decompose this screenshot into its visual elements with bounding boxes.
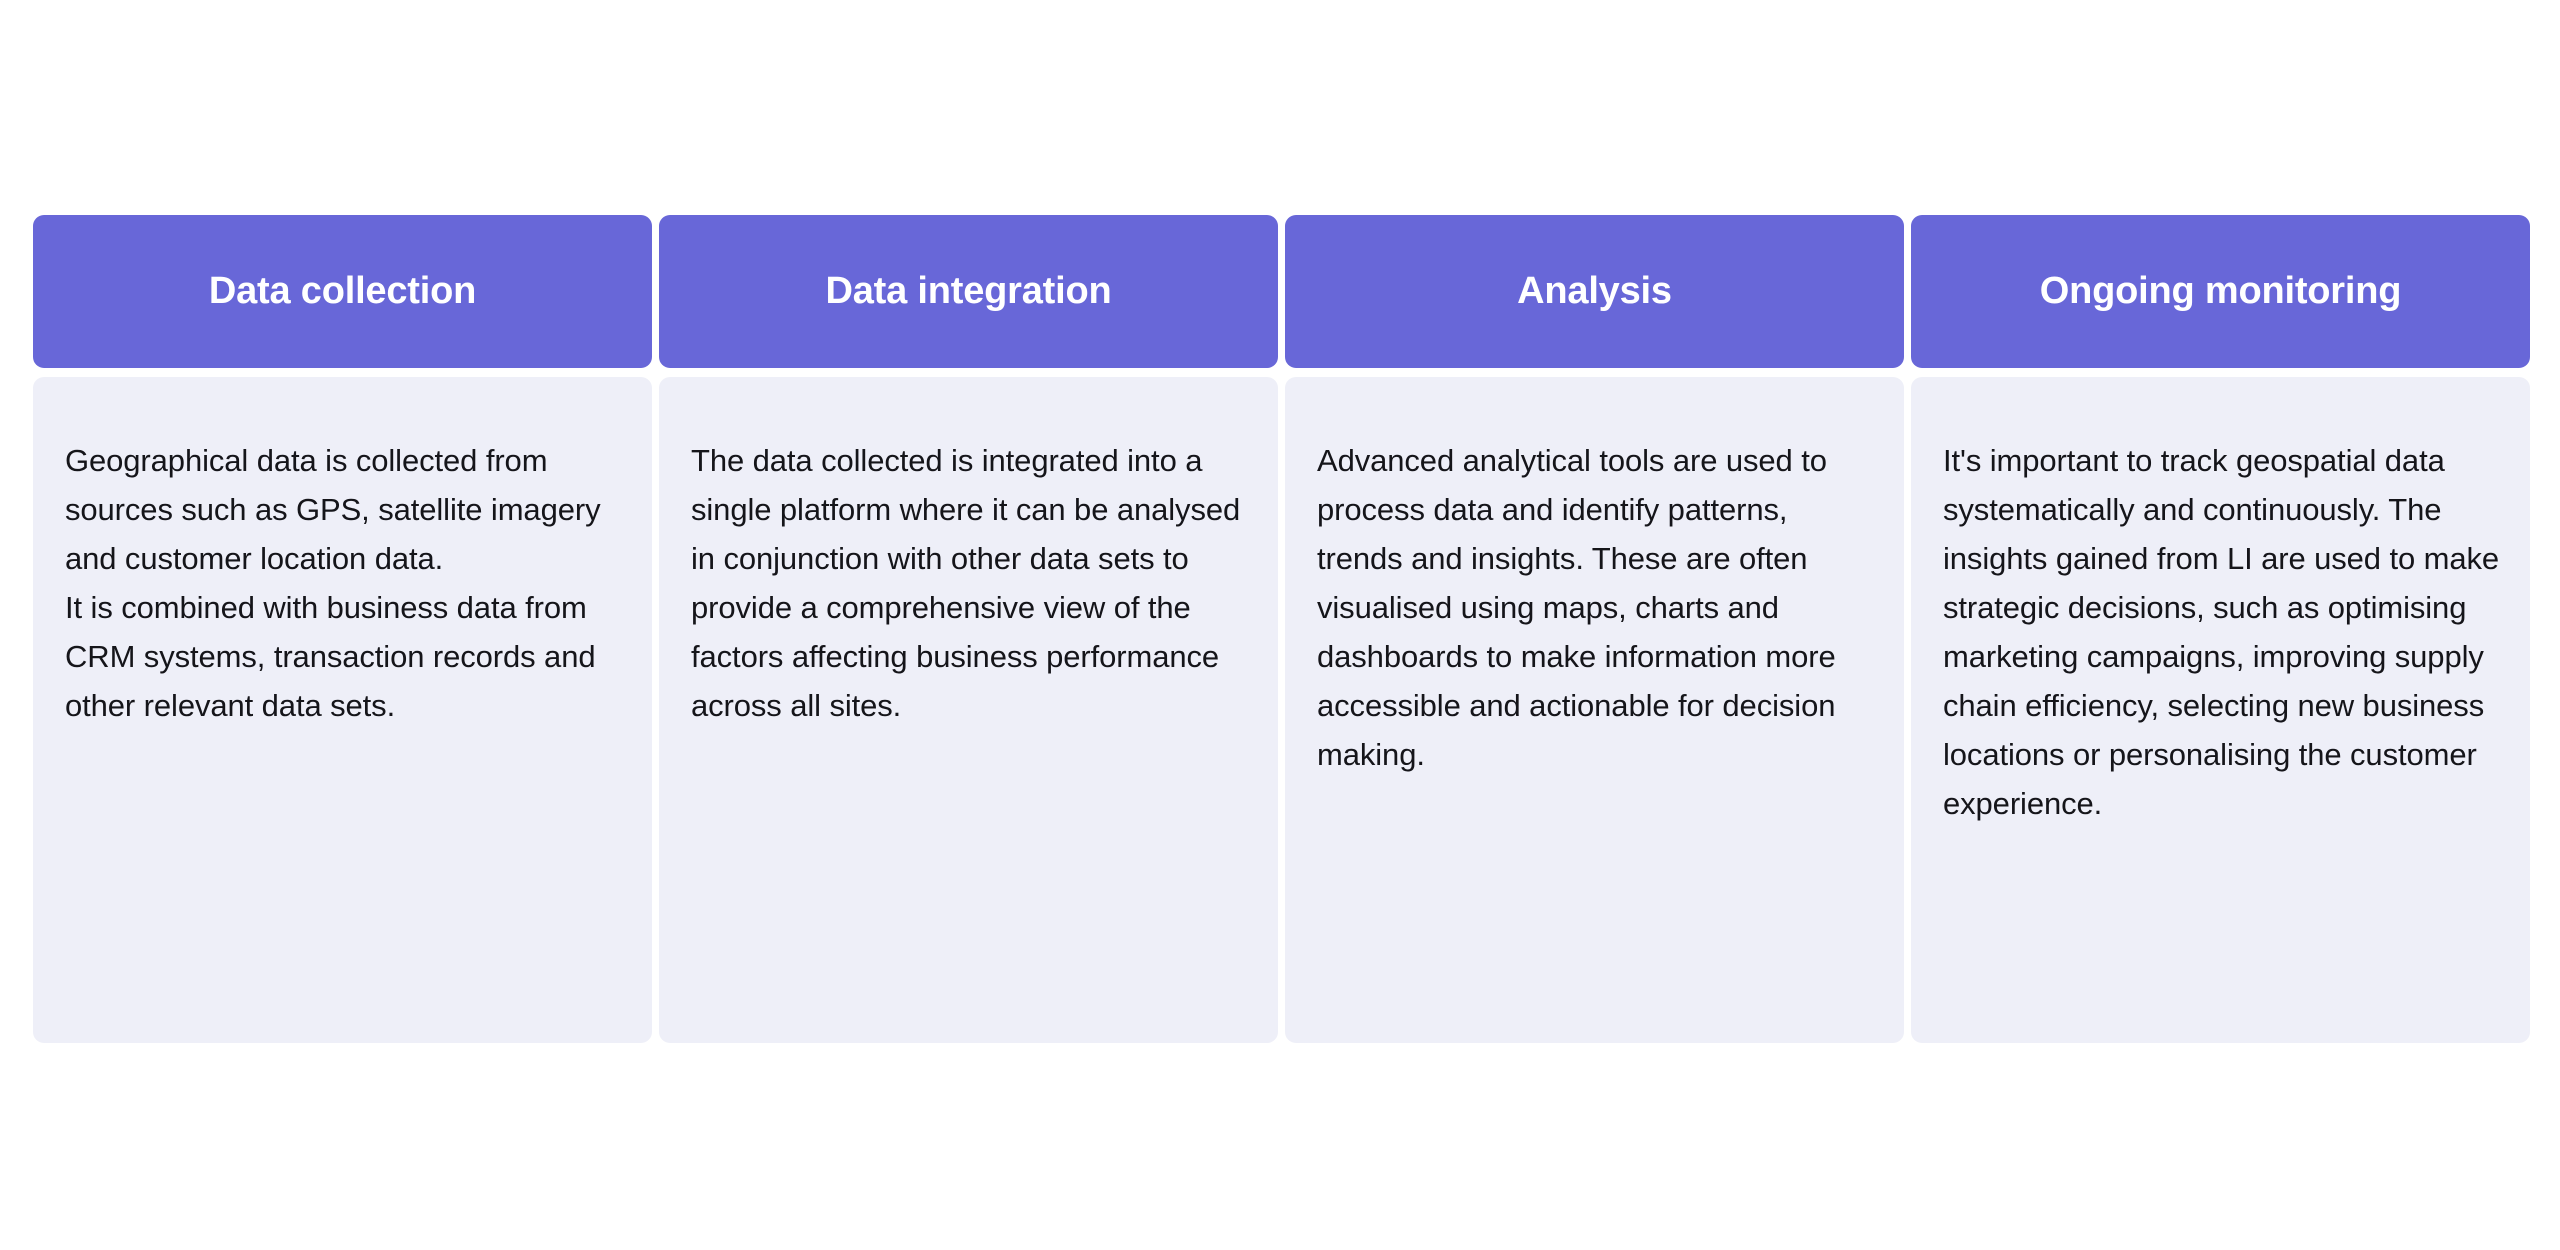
stage-title: Data collection: [208, 269, 477, 312]
stage-title: Ongoing monitoring: [2039, 269, 2402, 312]
stage-column-ongoing-monitoring: Ongoing monitoring It's important to tra…: [1911, 215, 2530, 1043]
stage-description: Geographical data is collected from sour…: [65, 443, 601, 723]
stage-column-data-collection: Data collection Geographical data is col…: [33, 215, 652, 1043]
stage-body-data-integration: The data collected is integrated into a …: [659, 377, 1278, 1043]
stage-header-data-collection: Data collection: [33, 215, 652, 368]
stage-header-ongoing-monitoring: Ongoing monitoring: [1911, 215, 2530, 368]
stage-body-data-collection: Geographical data is collected from sour…: [33, 377, 652, 1043]
stage-description: Advanced analytical tools are used to pr…: [1317, 443, 1836, 772]
stage-body-ongoing-monitoring: It's important to track geospatial data …: [1911, 377, 2530, 1043]
stage-header-analysis: Analysis: [1285, 215, 1904, 368]
stage-title: Analysis: [1517, 269, 1672, 312]
stage-description: The data collected is integrated into a …: [691, 443, 1241, 723]
stage-body-analysis: Advanced analytical tools are used to pr…: [1285, 377, 1904, 1043]
stage-title: Data integration: [825, 269, 1112, 312]
stage-description: It's important to track geospatial data …: [1943, 443, 2500, 821]
stage-column-data-integration: Data integration The data collected is i…: [659, 215, 1278, 1043]
stage-header-data-integration: Data integration: [659, 215, 1278, 368]
process-stages-diagram: Data collection Geographical data is col…: [33, 215, 2530, 1043]
stage-column-analysis: Analysis Advanced analytical tools are u…: [1285, 215, 1904, 1043]
